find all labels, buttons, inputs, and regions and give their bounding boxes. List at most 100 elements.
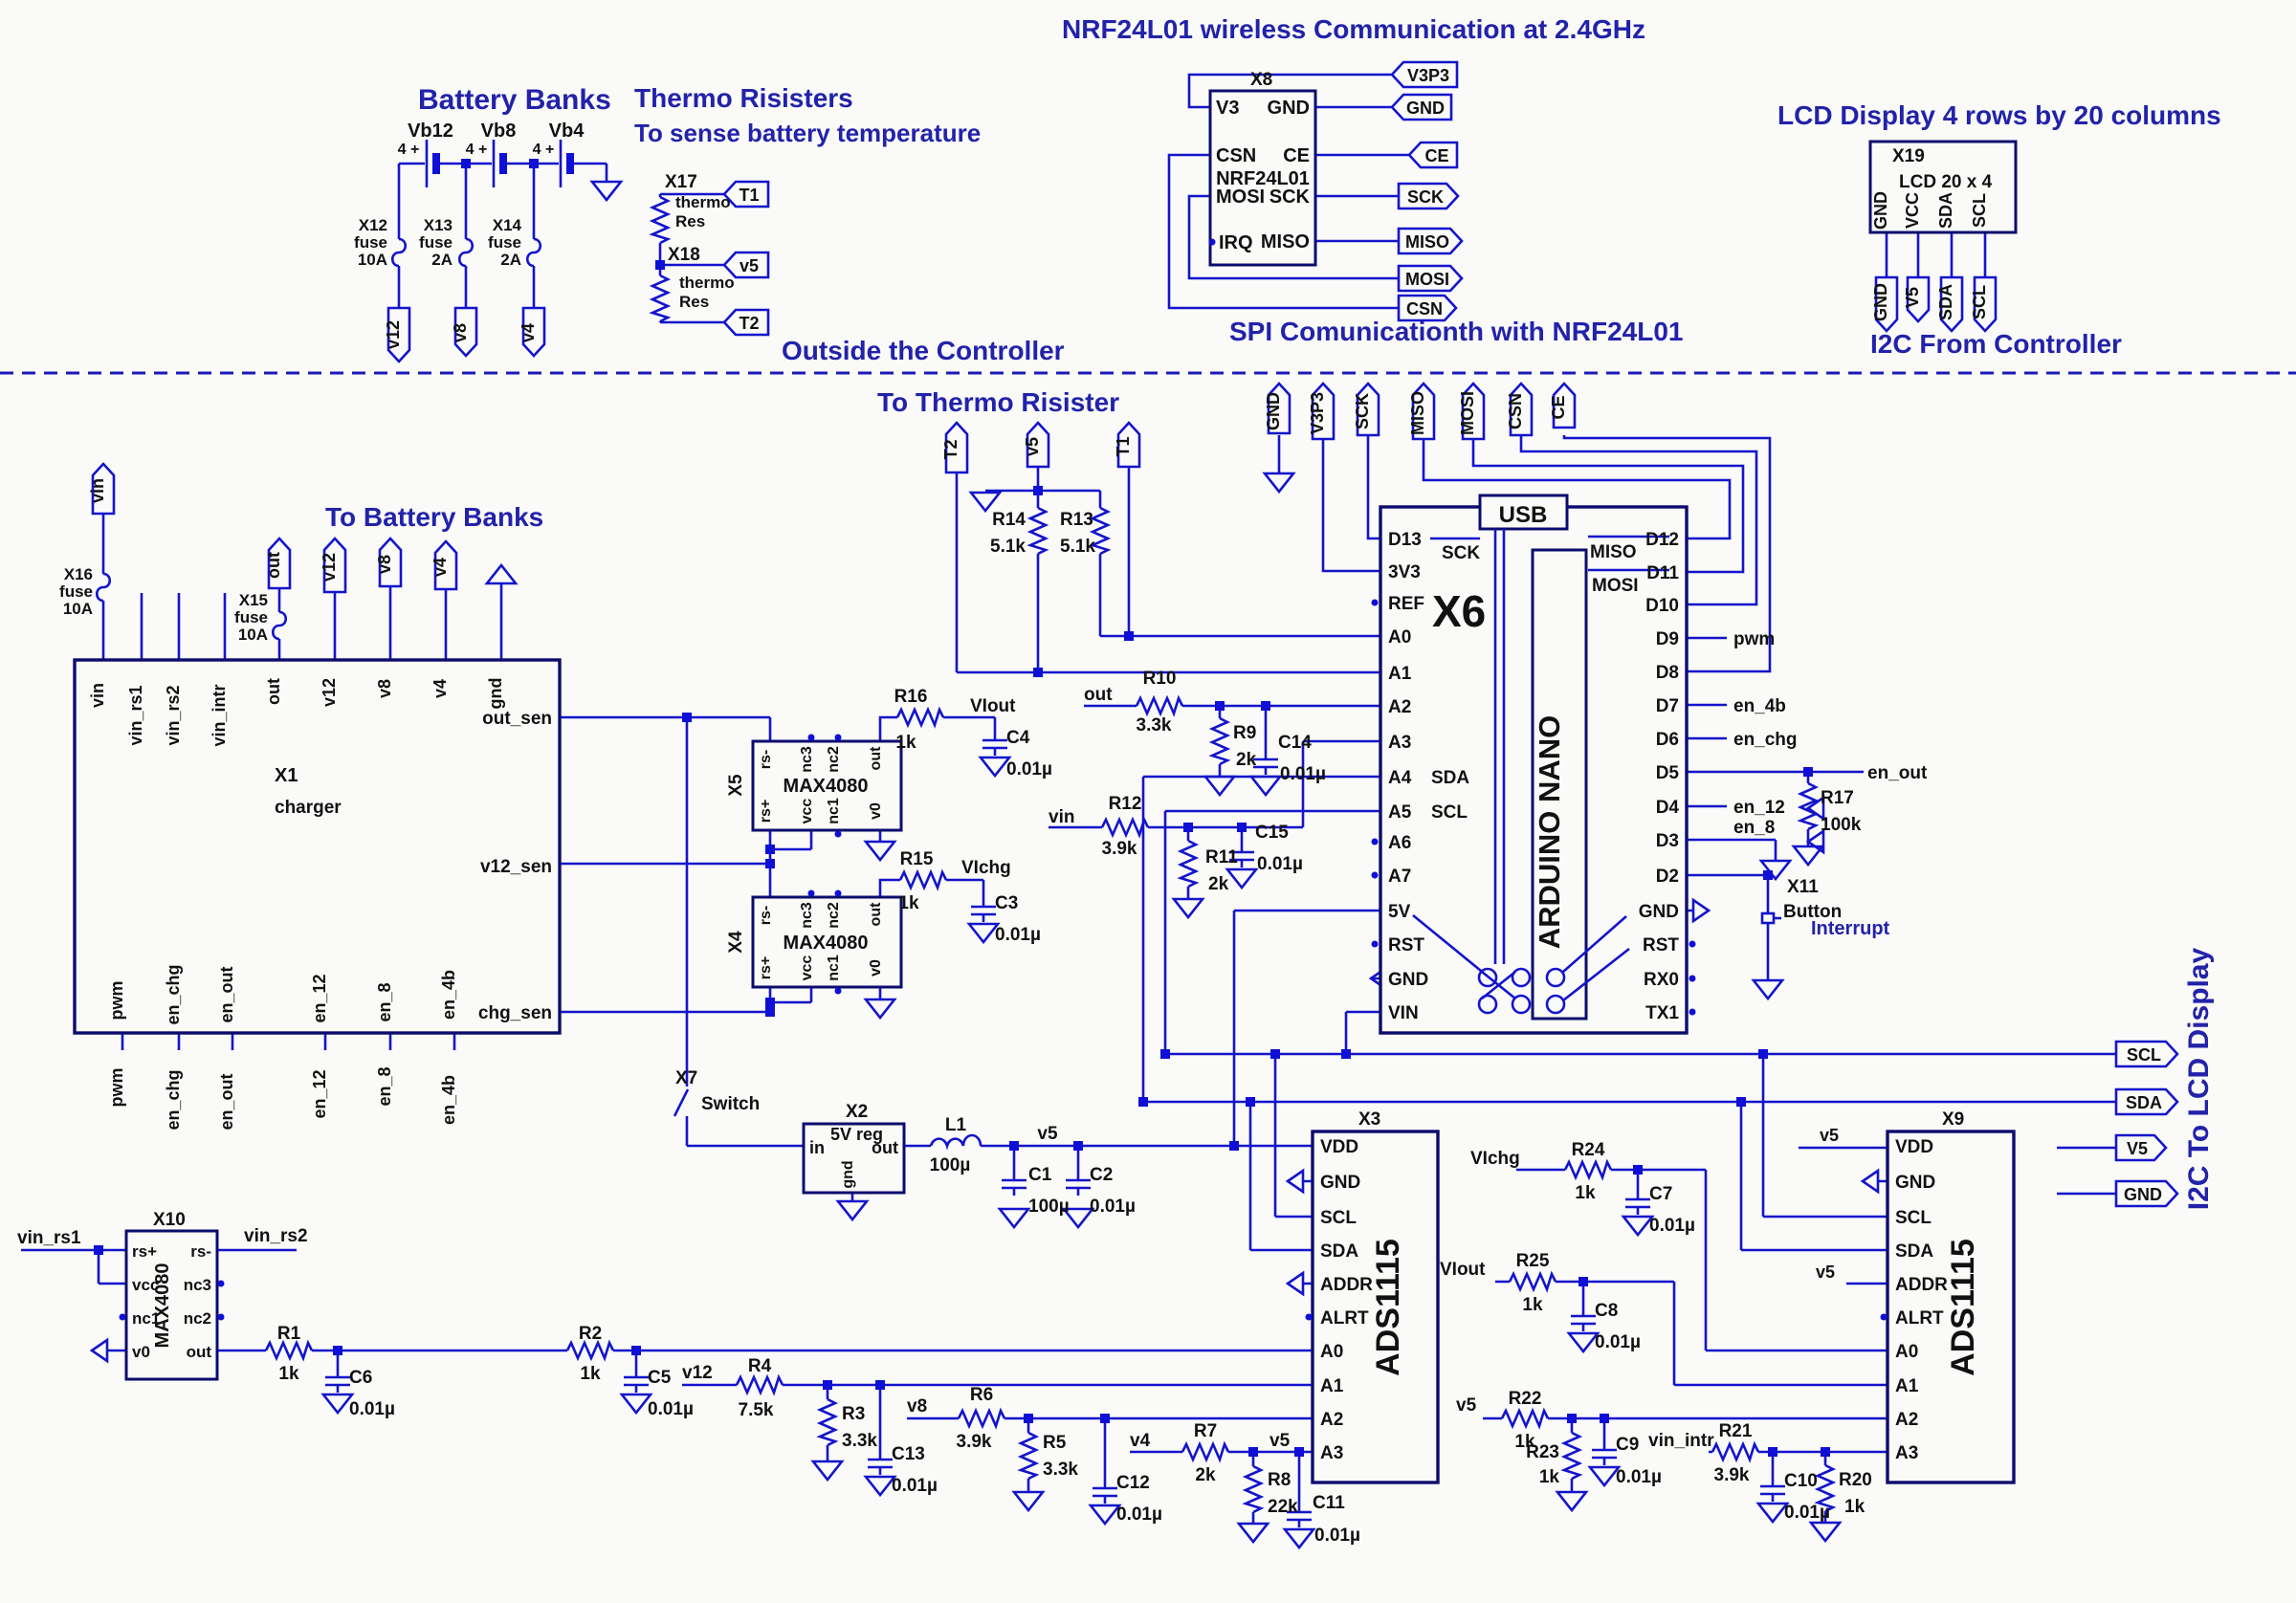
tagtext-lcd-scl: SCL [1970,285,1989,319]
label-c14-val: 0.01µ [1280,764,1326,784]
pin-nrf-irq: IRQ [1219,232,1253,253]
label-l1: L1 [945,1115,967,1135]
regulator-block [802,1122,906,1195]
fuse-x16 [95,572,112,603]
net-en4b-d7: en_4b [1733,696,1786,716]
label-r9-val: 2k [1236,750,1257,770]
label-r17-val: 100k [1821,815,1862,835]
gnd-arrow-right [1691,898,1711,923]
label-c2-val: 0.01µ [1090,1197,1136,1217]
tag-lcd-gnd [1874,275,1899,333]
pin-x9-addr: ADDR [1895,1275,1948,1295]
ground-symbol [967,922,1000,944]
gnd-arrow-left [1861,1169,1880,1194]
pin-x6-d9: D9 [1656,629,1679,649]
label-r16: R16 [894,687,928,707]
label-x10: X10 [153,1210,186,1230]
tag-v4-down [521,306,546,358]
capacitor-c12 [1091,1479,1119,1505]
pin-x1-outsen: out_sen [482,709,552,729]
pin-x6-5v: 5V [1388,902,1411,922]
resistor-r12 [1100,818,1150,837]
pin-x6-d5: D5 [1656,763,1680,783]
ground-symbol [969,491,1002,513]
component-symbols [90,153,1880,1549]
ads1115-x3-block [1311,1130,1440,1484]
pin-x4-v0: v0 [868,959,884,977]
label-x18-res: Res [679,293,709,311]
button-symbol [1760,911,1776,925]
label-r6-val: 3.9k [957,1432,992,1452]
tagtext-v4: v4 [519,323,538,342]
label-c8-val: 0.01µ [1595,1332,1641,1352]
max4080-x5-block [751,739,903,832]
tagtext-lcd-sda: SDA [1936,284,1955,320]
pin-x10-vcc: vcc [132,1276,159,1294]
label-r13-val: 5.1k [1060,537,1095,557]
pin-x6-d7: D7 [1656,696,1679,716]
labels: Battery Banks Thermo Risisters To sense … [17,14,2221,1546]
label-r3: R3 [842,1404,865,1424]
sub-sck: SCK [1442,543,1480,563]
tagtext-csn: CSN [1406,299,1443,318]
tagtext-t2-up: T2 [941,439,960,459]
tag-v12-up [322,537,347,594]
label-x5: X5 [726,774,746,797]
label-r4-val: 7.5k [739,1400,774,1420]
capacitor-c4 [981,731,1009,758]
label-c2: C2 [1090,1165,1113,1185]
pin-nrf-csn: CSN [1216,145,1256,166]
fuse-x14 [525,237,542,268]
pin-x10-out: out [187,1343,212,1361]
label-r13: R13 [1060,510,1093,530]
net-en8-d3: en_8 [1733,818,1775,838]
label-vb12: Vb12 [408,121,453,142]
label-r15: R15 [900,849,934,869]
pin-x6-a5: A5 [1388,802,1412,823]
label-r25-val: 1k [1522,1295,1543,1315]
pin-x6-rst-r: RST [1643,935,1679,955]
label-c11-val: 0.01µ [1314,1526,1360,1546]
ground-symbol [1249,775,1282,797]
pin-x2-in: in [809,1138,825,1157]
ground-up-symbol [485,563,518,585]
tagtext-v12: v12 [384,320,403,349]
pin-x6-d13: D13 [1388,530,1422,550]
label-r12: R12 [1109,794,1142,814]
net-enout-d5: en_out [1867,763,1928,783]
ground-symbol [1012,1490,1045,1512]
pin-x10-rsp: rs+ [132,1242,157,1261]
pin-x6-3v3: 3V3 [1388,562,1421,582]
tagtext-v5-right: V5 [2127,1139,2148,1158]
tagtext-scl-right: SCL [2127,1045,2161,1065]
resistor-r10 [1135,696,1184,715]
pin-x6-d11: D11 [1646,563,1679,583]
net-vinintr: vin_intr [1648,1431,1714,1451]
tag-sck-up [1356,382,1380,437]
tagtext-v3p3-up: V3P3 [1308,392,1327,434]
label-x14-fuse: fuse [488,233,521,252]
tag-t1 [722,180,770,209]
tag-sda-right [2114,1087,2179,1116]
tagtext-t1-up: T1 [1114,436,1133,456]
gnd-arrow-left [90,1338,109,1363]
label-r23-val: 1k [1539,1467,1560,1487]
net-en4b: en_4b [439,1075,458,1125]
label-x16-rating: 10A [63,600,93,618]
pin-x9-scl: SCL [1895,1208,1932,1228]
resistor-r9 [1210,716,1229,766]
net-v5-x9addr: v5 [1816,1263,1835,1282]
label-x14: X14 [493,216,522,234]
tagtext-ce-up: CE [1549,395,1568,419]
heading-i2c-from: I2C From Controller [1870,329,2122,359]
tag-v8-down [453,306,478,358]
tagtext-ce: CE [1424,146,1448,165]
pin-x5-nc3: nc3 [799,746,815,773]
pin-x2-out: out [872,1138,898,1157]
label-c10-val: 0.01µ [1784,1503,1830,1523]
pin-x6-d2: D2 [1656,867,1679,887]
label-r14: R14 [992,510,1026,530]
pin-x9-alrt: ALRT [1895,1308,1944,1329]
pin-lcd-sda: SDA [1936,192,1955,229]
resistor-r17 [1799,781,1818,831]
